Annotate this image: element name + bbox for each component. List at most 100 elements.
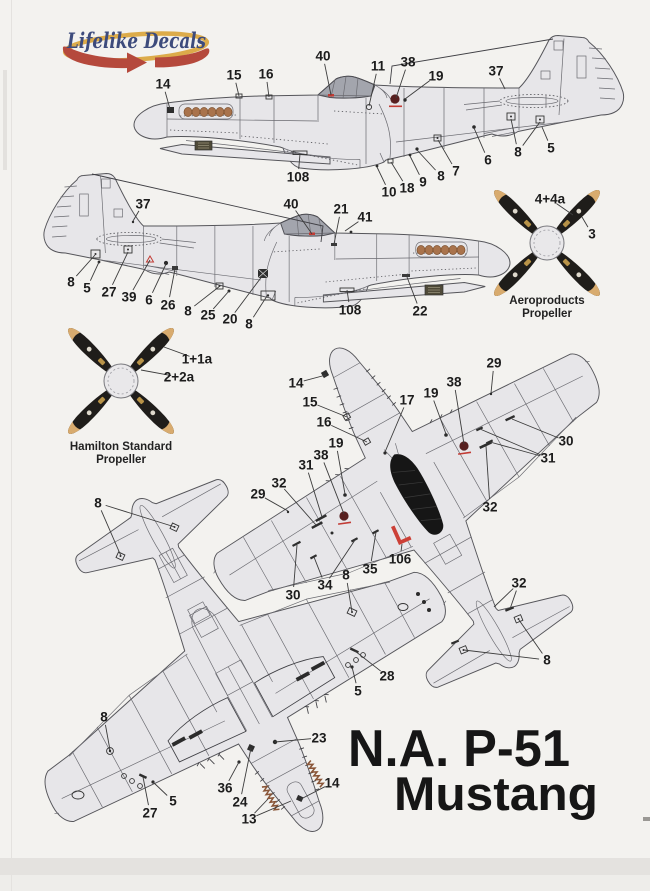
callout-38: 38 — [313, 448, 329, 463]
callout-leader-31 — [307, 472, 323, 518]
callout-14: 14 — [288, 376, 304, 391]
flap-red-marking — [391, 525, 412, 545]
callout-8: 8 — [437, 169, 445, 184]
callout-leader-8 — [463, 649, 540, 660]
scan-margin-bottom — [0, 875, 650, 891]
decal-mark — [266, 294, 270, 297]
callout-leader-25 — [212, 290, 230, 310]
artwork-line — [350, 537, 359, 543]
callout-leader-8 — [416, 149, 436, 171]
artwork-line — [311, 521, 323, 530]
callout-leader-32 — [509, 590, 517, 610]
callout-32: 32 — [511, 576, 526, 591]
artwork-line — [459, 441, 469, 451]
callout-leader-31 — [479, 428, 541, 456]
artwork-line — [261, 785, 280, 811]
decal-mark — [71, 790, 85, 800]
decal-mark — [137, 783, 143, 789]
artwork-line — [448, 245, 458, 255]
callout-leader-15 — [235, 82, 240, 97]
callout-leader-8 — [518, 619, 543, 654]
artwork-line — [416, 245, 466, 255]
callout-leader-8 — [104, 724, 111, 751]
callout-leader-35 — [370, 531, 377, 562]
callout-leader-8 — [75, 254, 96, 277]
callout-leader-108 — [298, 153, 301, 170]
artwork-line — [337, 521, 352, 525]
scan-mark-right — [643, 817, 650, 821]
decal-mark — [129, 778, 135, 784]
callout-27: 27 — [101, 285, 116, 300]
callout-21: 21 — [333, 202, 349, 217]
decal-mark — [330, 531, 334, 535]
artwork-line — [145, 255, 155, 263]
callout-25: 25 — [200, 308, 216, 323]
callout-leader-18 — [390, 161, 404, 182]
callout-leader-8 — [510, 118, 517, 145]
prop-aero-label-2: Propeller — [522, 308, 572, 320]
artwork-line — [310, 660, 326, 672]
prop-hamilton-label-1: Hamilton Standard — [70, 441, 172, 453]
callout-10: 10 — [381, 185, 396, 200]
artwork-line — [479, 441, 493, 449]
callout-15: 15 — [302, 395, 318, 410]
callout-37: 37 — [135, 197, 150, 212]
callout-leader-31 — [489, 441, 541, 457]
callout-leader-24 — [241, 747, 252, 795]
artwork-line — [286, 781, 315, 819]
decal-mark — [403, 98, 407, 102]
artwork-line — [432, 245, 442, 255]
callout-35: 35 — [362, 562, 378, 577]
title-line-1: N.A. P-51 — [348, 720, 570, 778]
callout-leader-6 — [473, 127, 486, 153]
callout-leader-27 — [112, 251, 129, 285]
callout-leader-34 — [313, 556, 323, 578]
decal-mark — [415, 147, 419, 151]
decal-mark — [260, 290, 276, 301]
callout-34: 34 — [317, 578, 333, 593]
decal-mark — [375, 164, 379, 168]
artwork-line — [305, 760, 325, 788]
decal-mark — [94, 253, 97, 255]
decal-mark — [408, 153, 412, 157]
logo-arrow-left — [62, 46, 128, 69]
callout-23: 23 — [311, 731, 327, 746]
artwork-line — [390, 94, 400, 104]
callout-14: 14 — [324, 776, 340, 791]
callout-leader-7 — [437, 139, 453, 165]
scan-shadow-bottom — [0, 858, 650, 875]
callout-13: 13 — [241, 812, 257, 827]
propeller-hamilton-standard: Hamilton Standard Propeller 1+1a2+2a — [64, 324, 213, 466]
callout-18: 18 — [399, 181, 415, 196]
callout-leader-37 — [499, 77, 506, 90]
artwork-line — [171, 736, 187, 747]
callout-leader-8 — [346, 582, 353, 613]
callout-leader-5 — [89, 261, 100, 281]
callout-leader-20 — [234, 274, 264, 313]
artwork-line — [207, 107, 217, 117]
callout-14: 14 — [155, 77, 171, 92]
callout-leader-3 — [581, 216, 589, 228]
decal-mark — [422, 600, 426, 604]
callout-8: 8 — [94, 496, 102, 511]
callout-leader-30 — [511, 418, 559, 439]
logo: Lifelike Decals — [62, 29, 210, 73]
callout-40: 40 — [315, 49, 330, 64]
callout-leader-22 — [406, 276, 418, 304]
artwork-line — [291, 540, 301, 547]
artwork-line — [167, 107, 174, 113]
artwork-line — [392, 470, 442, 521]
callout-leader-29 — [264, 497, 289, 512]
callout-leader-19 — [433, 400, 447, 435]
artwork-line — [138, 773, 148, 779]
title-line-2: Mustang — [394, 767, 598, 820]
callout-leader-9 — [409, 155, 420, 176]
callout-3: 3 — [588, 227, 596, 242]
decal-mark — [163, 260, 169, 266]
artwork-line — [309, 554, 318, 560]
callout-leader-29 — [490, 370, 494, 394]
